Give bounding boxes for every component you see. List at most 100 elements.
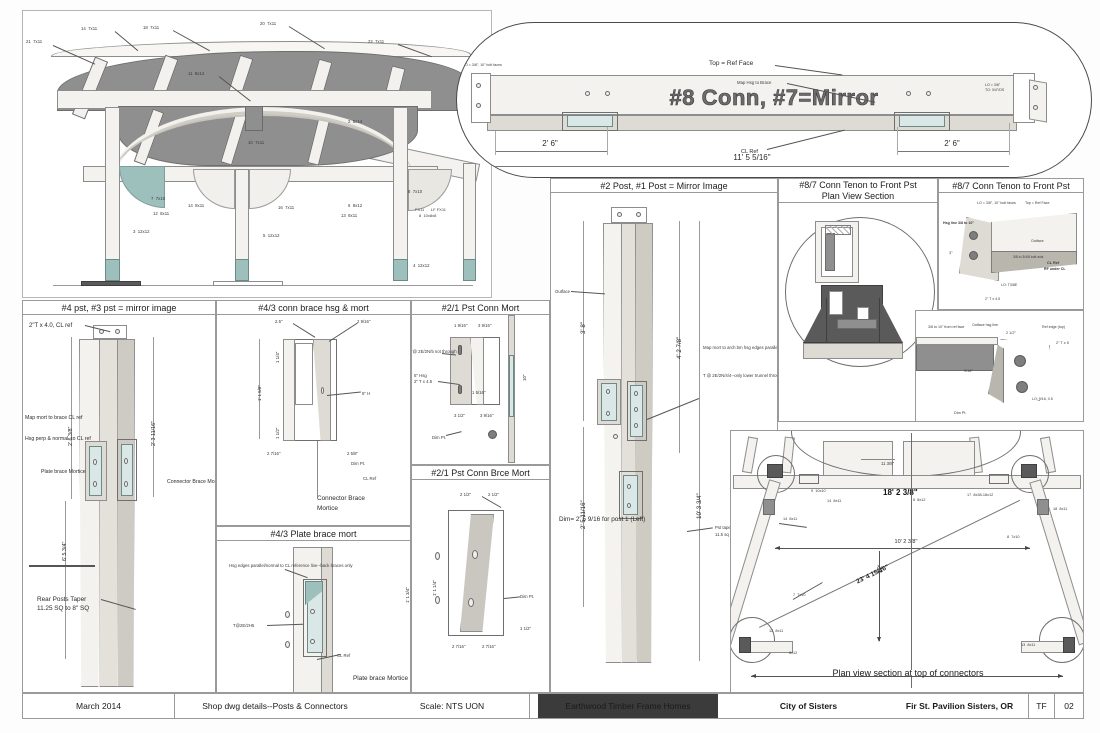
- post-center-base: [235, 259, 249, 281]
- section-hatch: [825, 225, 851, 235]
- mortice-slot: [458, 385, 462, 394]
- mortice-peg-hole: [634, 391, 638, 396]
- title-block-gap-2: [718, 694, 726, 718]
- dim-ext-line: [583, 221, 584, 421]
- plate-brace-mortice-outline: [303, 579, 327, 657]
- panel-conn-tenon-detail: 3/8 to 10" from ref face Outface hsg lin…: [915, 310, 1084, 422]
- dim-arrow: [1058, 674, 1063, 678]
- note-t-cl-ref: 2"T x 4.0, CL ref: [29, 323, 73, 329]
- plan-callout: 9 10x10: [811, 489, 826, 493]
- plan-main-plate: [733, 475, 1081, 489]
- dim-value: 1 1/2": [520, 626, 532, 631]
- dim-line-diagonal: [759, 499, 1021, 628]
- tenon-section: [825, 233, 835, 271]
- dim-ext-line: [679, 221, 680, 453]
- dim-value: 3 1/2": [454, 413, 466, 418]
- post-far-right: [463, 163, 476, 273]
- post2-right-face: [635, 223, 653, 663]
- plan-base-circle-right: [1039, 617, 1083, 663]
- note-outface-hsg-line: Outface hsg line: [972, 323, 998, 327]
- mortice-peg-hole: [93, 459, 97, 465]
- dim-right-value: 2' 6": [944, 139, 960, 148]
- connector-brace-mortice-inner: [121, 444, 133, 496]
- mortice-pocket: [295, 343, 313, 405]
- dim-point-marker: [488, 430, 497, 439]
- label-end-note-left: LO = 3/8", 10" bolt faces: [463, 63, 502, 67]
- panel-pst-conn-mort: #2/1 Pst Conn Mort 1 9/16" 3 9/16" 10" 3…: [411, 300, 550, 465]
- dim-ext-line: [65, 501, 66, 659]
- iso-callout: 18 7x11: [143, 25, 160, 30]
- leader-line: [441, 353, 456, 356]
- bolt-hole: [1016, 381, 1028, 393]
- note-t2e2h5: T@2E/2H5: [233, 623, 255, 628]
- note-dim-pt: Dim Pt.: [520, 594, 535, 599]
- plan-base-block-left: [739, 637, 751, 653]
- brace-housing-right-mort: [894, 112, 950, 131]
- plan-base-circle-left: [731, 617, 775, 663]
- mortice-peg-hole: [93, 481, 97, 487]
- mortice-peg-hole: [634, 407, 638, 412]
- iso-callout: FX11 LF FX11: [415, 207, 446, 212]
- leader-line: [292, 323, 316, 338]
- connector-brace-mortice: [117, 439, 137, 501]
- tenon-peg-hole: [115, 329, 120, 334]
- iso-callout: 13 8x11: [341, 213, 358, 218]
- dim-value: 2 1/2": [488, 492, 500, 497]
- callout-title: #8 Conn, #7=Mirror: [669, 85, 879, 111]
- plan-connector-circle-right: [1011, 455, 1049, 493]
- dim-ext-line: [897, 127, 898, 155]
- dim-23ft: 23' 4 15/16": [855, 563, 891, 586]
- title-block-gap: [530, 694, 538, 718]
- mortice-peg-hole: [606, 389, 610, 394]
- housing-side-face: [283, 339, 295, 441]
- dim-left-value: 2' 6": [542, 139, 558, 148]
- mortice-peg-hole: [472, 550, 478, 559]
- dim-arrow: [876, 637, 881, 642]
- post2-left-face: [603, 223, 623, 663]
- panel-title-line1: #8/7 Conn Tenon to Front Pst: [799, 180, 917, 190]
- plan-callout: 8 7x10: [1007, 535, 1020, 539]
- dim-value: 2' 5 11/16": [580, 500, 587, 529]
- post2-mortice-left-fill: [601, 383, 617, 421]
- dim-line-bottom-ref: [29, 565, 95, 567]
- dim-11-38: 11 3/8": [881, 461, 895, 466]
- dim-value: 1 1/2": [275, 427, 280, 439]
- post2-lower-mortice-fill: [623, 475, 638, 515]
- iso-callout: 10 7x11: [248, 140, 265, 145]
- iso-callout: 5 12x12: [263, 233, 280, 238]
- dim-value: 3' 8": [580, 322, 587, 334]
- note-map-mort: Map mort to brace CL ref: [25, 415, 83, 421]
- dim-overall-value: 11' 5 5/16": [733, 153, 771, 162]
- panel-conn-tenon-plan: #8/7 Conn Tenon to Front Pst Plan View S…: [778, 178, 938, 422]
- trunnel-hole: [926, 91, 931, 96]
- title-block-project: Fir St. Pavilion Sisters, OR: [891, 694, 1029, 718]
- note-2-half: 2 1/2": [1006, 331, 1016, 335]
- trunnel-hole: [585, 91, 590, 96]
- connector-base: [803, 343, 903, 359]
- note-hsg-perp: Hsg perp & normal to CL ref: [25, 436, 91, 442]
- title-block-initials: TF: [1029, 694, 1055, 718]
- plan-brace-joint-right: [1037, 499, 1049, 515]
- title-block: March 2014 Shop dwg details--Posts & Con…: [22, 693, 1084, 719]
- dim-line-bottom: [751, 676, 1063, 677]
- note-dim-pt: Dim Pt.: [954, 411, 967, 415]
- mortice-peg-hole: [627, 503, 631, 508]
- note-5-hsg: 5" Hsg: [414, 373, 427, 378]
- iso-callout: 6 8x12: [348, 203, 363, 208]
- plan-callout: 13 8x11: [1021, 643, 1036, 647]
- dim-value: 10' 3 3/4": [696, 493, 703, 519]
- trunnel-hole: [906, 91, 911, 96]
- post-body-left-face: [79, 339, 101, 687]
- panel-plan-view: 10' 2 3/8" 18' 2 3/8" 23' 4 15/16" 12' P…: [730, 430, 1084, 693]
- note-pst-taper: Pst taper: [715, 525, 733, 530]
- leader-line: [774, 65, 843, 76]
- note-plate-brace-mortice: Plate brace Mortice: [41, 469, 86, 475]
- iso-callout: 16 7x11: [278, 205, 295, 210]
- panel-title-conn-brace-hsg: #4/3 conn brace hsg & mort: [217, 301, 410, 315]
- dim-18ft: 18' 2 3/8": [883, 488, 918, 497]
- brace-housing-left: [567, 115, 613, 127]
- plan-callout: 14 8x11: [783, 517, 798, 521]
- post-far-right-base: [463, 259, 476, 281]
- plate-brace-mortice-inner: [89, 446, 102, 496]
- plan-callout: 12 8x11: [769, 629, 784, 633]
